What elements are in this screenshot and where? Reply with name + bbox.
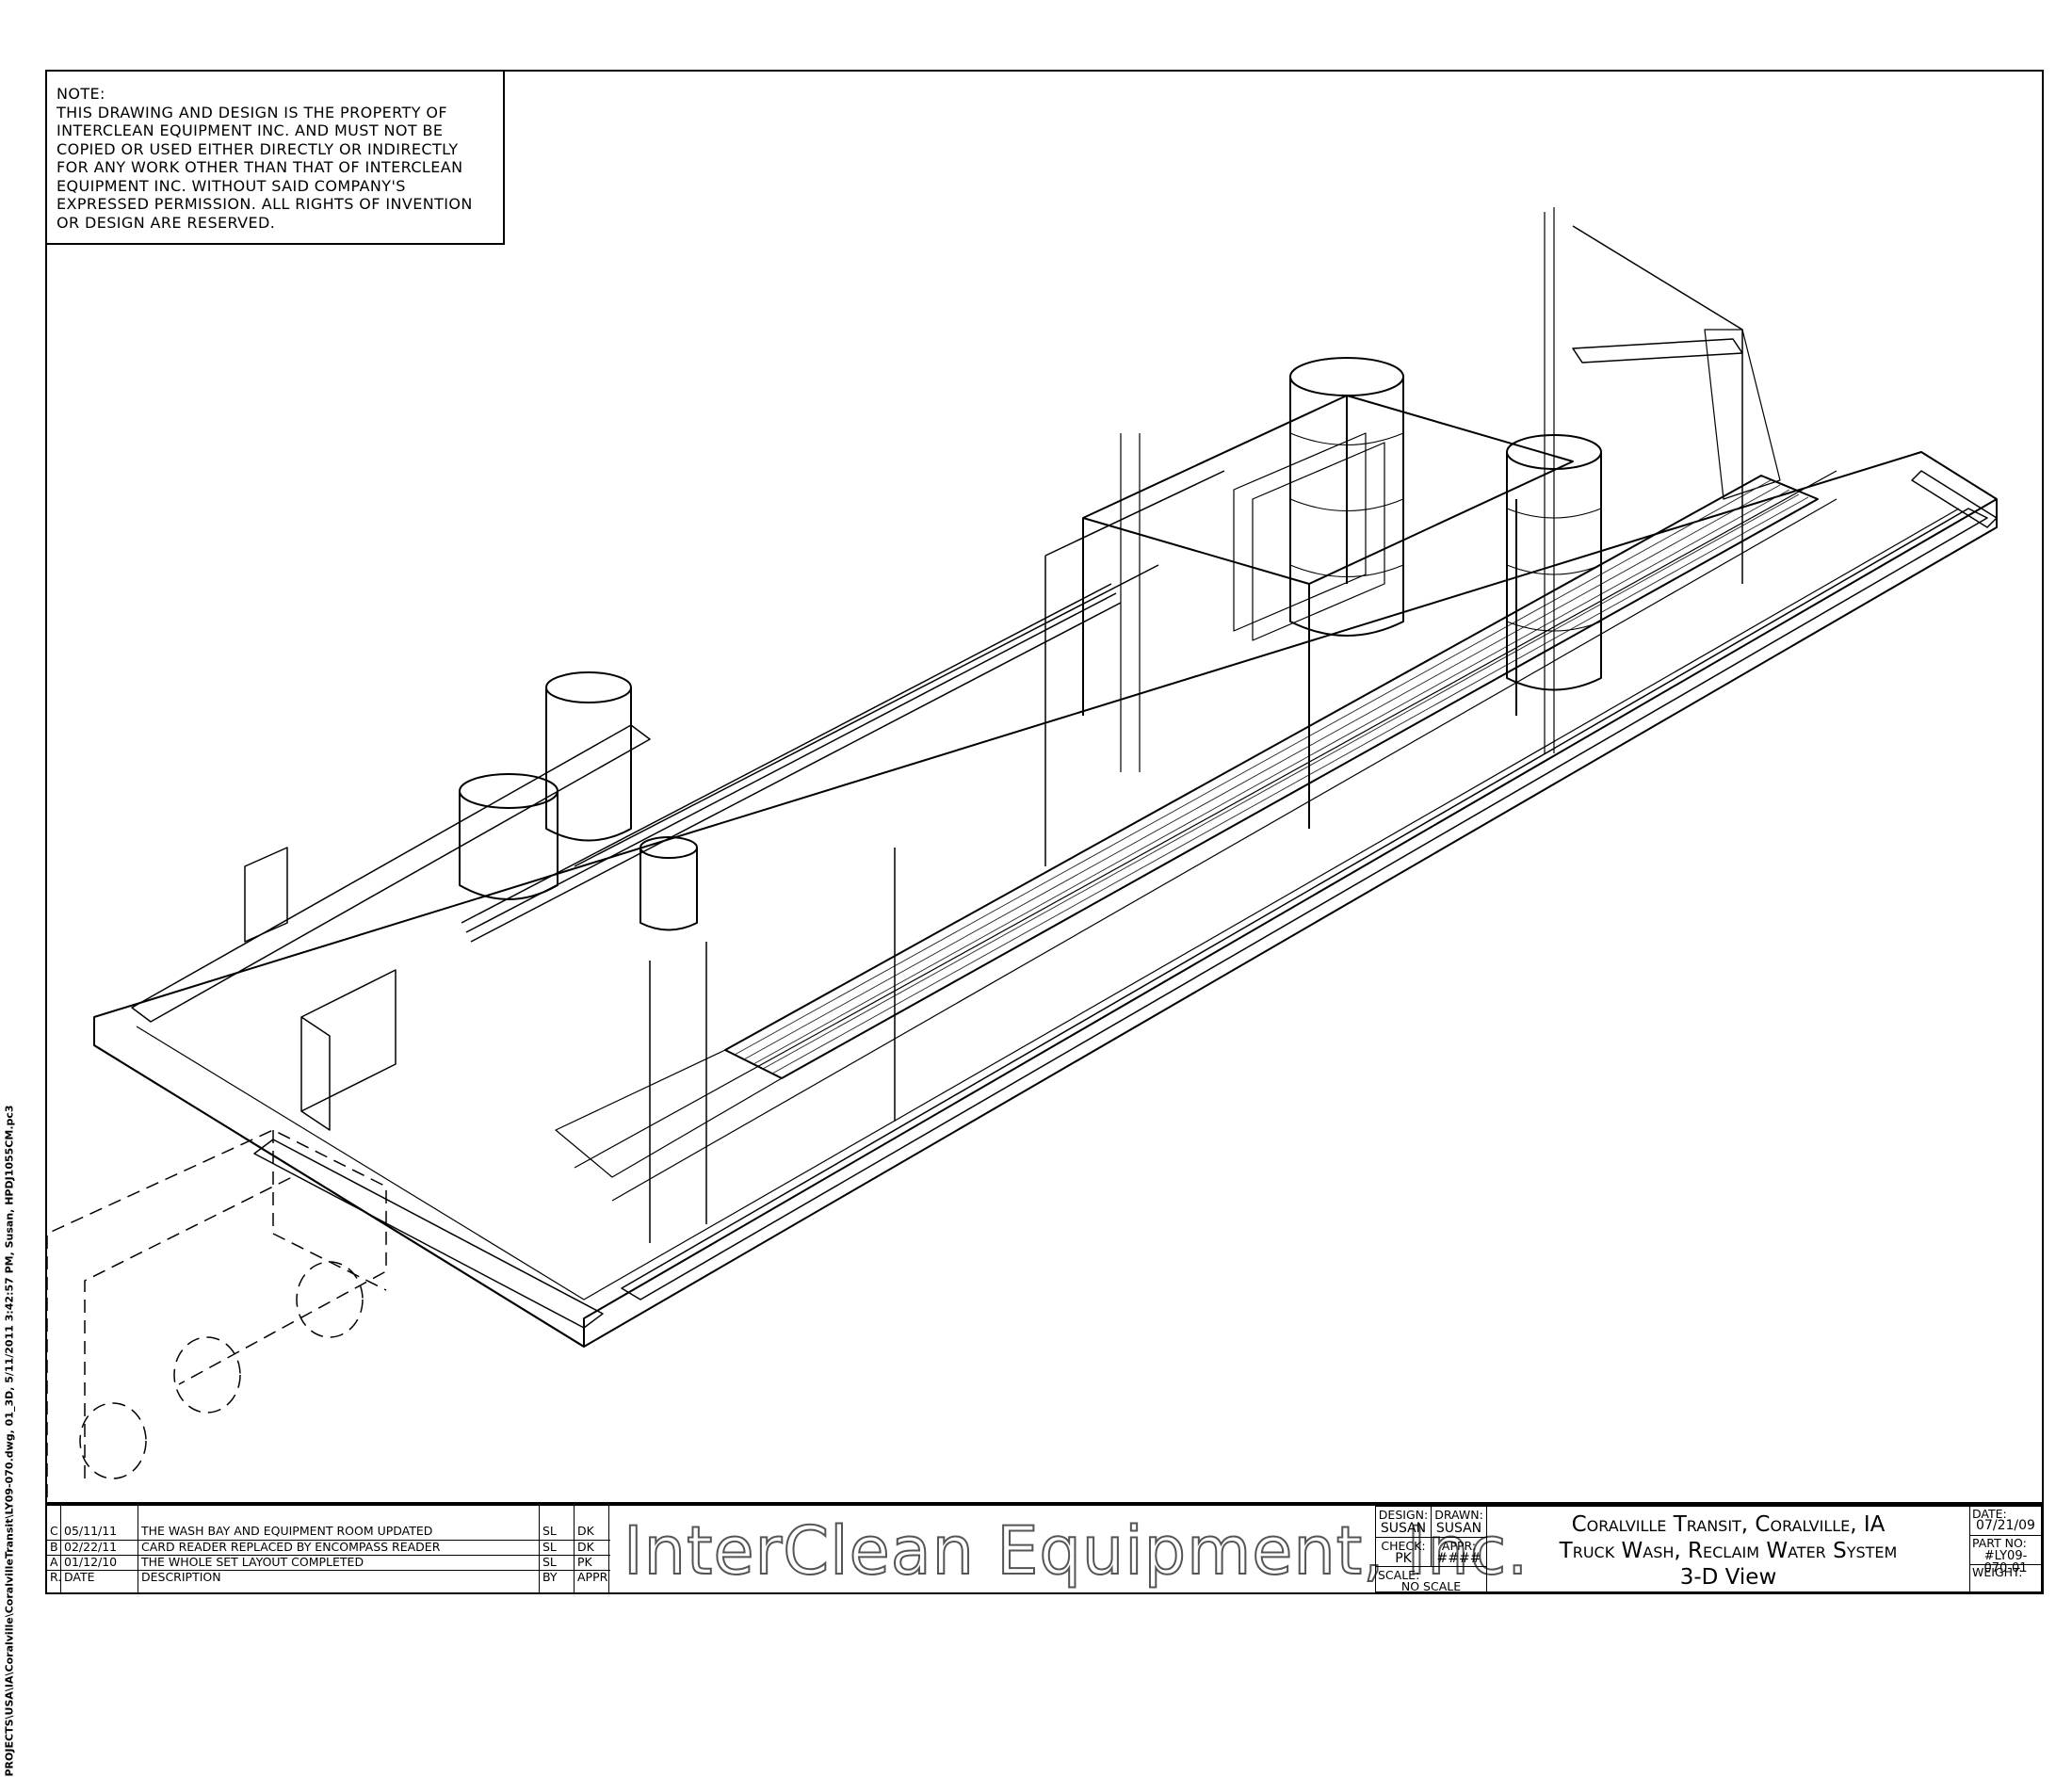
rev-by: SL — [542, 1555, 557, 1569]
rev-appr: DK — [577, 1524, 594, 1538]
appr-label: APPR: — [1441, 1539, 1477, 1553]
spray-arch-1 — [1572, 225, 1743, 584]
check-label: CHECK: — [1381, 1539, 1426, 1553]
tank-2-top — [545, 671, 632, 703]
tank-1-top — [459, 773, 558, 809]
note-line: THIS DRAWING AND DESIGN IS THE PROPERTY … — [57, 103, 447, 121]
curb-back — [1572, 338, 1743, 363]
pit-grating — [734, 479, 1809, 1074]
scale-label: SCALE: — [1378, 1568, 1420, 1582]
reclaim-tank-1 — [1289, 377, 1404, 637]
part-no-label: PART NO: — [1972, 1536, 2027, 1550]
weight-label: WEIGHT: — [1972, 1565, 2023, 1579]
note-line: FOR ANY WORK OTHER THAN THAT OF INTERCLE… — [57, 158, 463, 176]
note-line: NOTE: — [57, 85, 105, 103]
rev-header-appr: APPR — [577, 1570, 608, 1584]
rev-description: The Wash Bay and Equipment Room Updated — [141, 1524, 433, 1538]
curb-left — [131, 724, 651, 1023]
date-cell: DATE: 07/21/09 — [1969, 1506, 2042, 1536]
appr-cell: APPR: #### — [1431, 1537, 1487, 1567]
gantry-legs — [1082, 396, 1517, 829]
note-line: EQUIPMENT INC. WITHOUT SAID COMPANY'S — [57, 176, 406, 195]
curb-front — [253, 1139, 604, 1329]
scale-cell: SCALE: NO SCALE — [1375, 1566, 1487, 1592]
appr-value: #### — [1436, 1551, 1481, 1566]
revision-header-row: R. DATE DESCRIPTION BY APPR — [47, 1570, 610, 1584]
rev-by: SL — [542, 1540, 557, 1554]
rev-date: 05/11/11 — [64, 1524, 118, 1538]
note-line: EXPRESSED PERMISSION. ALL RIGHTS OF INVE… — [57, 195, 473, 213]
scale-value: NO SCALE — [1400, 1579, 1462, 1593]
curb-back-right — [1911, 470, 1998, 528]
rev-header-by: BY — [542, 1570, 558, 1584]
project-description: Truck Wash, Reclaim Water System — [1559, 1539, 1898, 1563]
gantry-frame — [1082, 395, 1574, 585]
weight-cell: WEIGHT: — [1969, 1564, 2042, 1592]
supply-pipe-floor — [574, 470, 1837, 1202]
check-value: PK — [1395, 1551, 1412, 1566]
note-line: COPIED OR USED EITHER DIRECTLY OR INDIRE… — [57, 139, 459, 158]
control-panel — [244, 847, 288, 943]
tank-2 — [545, 687, 632, 842]
rev-date: 02/22/11 — [64, 1540, 118, 1554]
design-label: DESIGN: — [1378, 1508, 1429, 1522]
trench-slope — [555, 1049, 783, 1178]
revision-row: A 01/12/10 The Whole Set Layout Complete… — [47, 1555, 610, 1569]
rev-description: The Whole Set Layout Completed — [141, 1555, 364, 1569]
rev-header-rev: R. — [50, 1570, 62, 1584]
spray-arch-3 — [649, 848, 896, 1243]
rev-description: Card reader replaced by encompass reader — [141, 1540, 441, 1554]
curb-right-long — [621, 508, 1988, 1300]
overhead-pipes — [461, 564, 1159, 943]
floor-slab-edge — [93, 499, 1998, 1348]
trench-slope-far — [1704, 329, 1781, 500]
design-value: SUSAN — [1380, 1521, 1427, 1536]
title-block: C 05/11/11 The Wash Bay and Equipment Ro… — [45, 1504, 2044, 1594]
property-note: NOTE: THIS DRAWING AND DESIGN IS THE PRO… — [45, 70, 505, 245]
date-label: DATE: — [1972, 1507, 2007, 1521]
rev-letter: A — [50, 1555, 58, 1569]
sheet-border — [45, 70, 2044, 1504]
control-cabinet — [300, 969, 397, 1131]
plot-file-path: PROJECTS\USA\IA\Coralville\CoralvilleTra… — [3, 1105, 16, 1777]
company-name: InterClean Equipment, Inc. — [623, 1512, 1530, 1590]
revision-table: C 05/11/11 The Wash Bay and Equipment Ro… — [47, 1506, 610, 1592]
rev-by: SL — [542, 1524, 557, 1538]
spray-arch-2 — [1044, 470, 1225, 866]
rev-header-description: DESCRIPTION — [141, 1570, 221, 1584]
rev-letter: B — [50, 1540, 58, 1554]
rev-header-date: DATE — [64, 1570, 95, 1584]
brush-panels — [1233, 432, 1385, 641]
design-cell: DESIGN: SUSAN — [1375, 1506, 1432, 1538]
project-client: Coralville Transit, Coralville, IA — [1571, 1512, 1886, 1537]
tank-3 — [639, 848, 698, 931]
note-line: OR DESIGN ARE RESERVED. — [57, 213, 276, 232]
part-no-value: #LY09-070-01 — [1983, 1549, 2028, 1575]
project-view: 3-D View — [1679, 1565, 1777, 1590]
rev-date: 01/12/10 — [64, 1555, 118, 1569]
project-title-cell: Coralville Transit, Coralville, IA Truck… — [1486, 1506, 1970, 1592]
part-no-cell: PART NO: #LY09-070-01 — [1969, 1535, 2042, 1575]
drawn-value: SUSAN — [1435, 1521, 1482, 1536]
isometric-truck-wash-drawing — [47, 207, 1998, 1497]
rev-letter: C — [50, 1524, 58, 1538]
floor-inner-line — [136, 508, 1960, 1300]
check-cell: CHECK: PK — [1375, 1537, 1432, 1567]
note-line: INTERCLEAN EQUIPMENT INC. AND MUST NOT B… — [57, 121, 444, 139]
rev-appr: DK — [577, 1540, 594, 1554]
drawn-cell: DRAWN: SUSAN — [1431, 1506, 1487, 1538]
drawn-label: DRAWN: — [1434, 1508, 1483, 1522]
revision-row: C 05/11/11 The Wash Bay and Equipment Ro… — [47, 1525, 610, 1538]
reclaim-tank-1-top — [1289, 357, 1404, 396]
rev-appr: PK — [577, 1555, 592, 1569]
date-value: 07/21/09 — [1976, 1518, 2035, 1533]
truck-outline — [47, 1129, 387, 1497]
vertical-pipes — [1120, 207, 1555, 772]
revision-row: B 02/22/11 Card reader replaced by encom… — [47, 1540, 610, 1554]
